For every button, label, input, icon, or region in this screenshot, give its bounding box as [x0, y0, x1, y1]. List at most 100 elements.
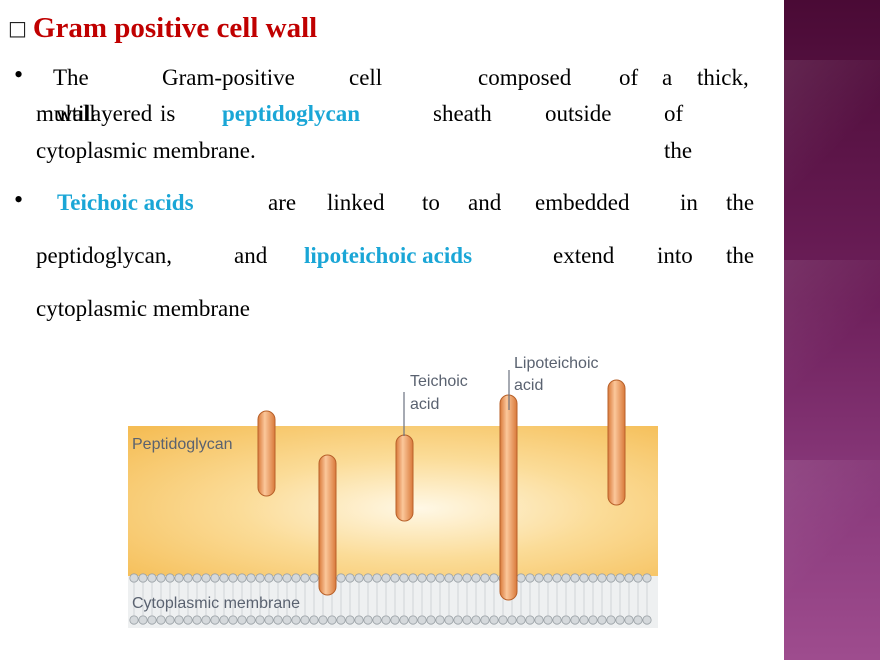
lipid-head [228, 573, 238, 583]
lipid-head [516, 615, 526, 625]
lipid-head [606, 573, 616, 583]
title-row: □ Gram positive cell wall [8, 12, 317, 44]
lipid-head [201, 573, 211, 583]
lipid-head [435, 573, 445, 583]
lipid-head [138, 615, 148, 625]
lipid-head [246, 573, 256, 583]
bullet2-word: into [657, 243, 693, 268]
lipid-head [309, 573, 319, 583]
lipid-head [381, 573, 391, 583]
bullet1-word: of [664, 101, 684, 126]
lipid-head [336, 615, 346, 625]
bullet2-word: peptidoglycan, [36, 243, 173, 268]
lipid-head [642, 615, 652, 625]
bullet2-word: and [234, 243, 268, 268]
lipid-head [408, 573, 418, 583]
lipid-head [354, 573, 364, 583]
lipid-head [354, 615, 364, 625]
lipid-head [345, 615, 355, 625]
lipid-head [147, 573, 157, 583]
bullet1-word: sheath [433, 101, 492, 126]
bullet1-word: The [53, 65, 89, 90]
bullet-dot: • [14, 185, 24, 214]
bullet2-word: extend [553, 243, 615, 268]
lipid-head [363, 615, 373, 625]
bullet1-word: cell [349, 65, 383, 90]
bullet2-word: embedded [535, 190, 630, 215]
lipid-head [543, 615, 553, 625]
lipid-head [525, 573, 535, 583]
lipid-head [390, 573, 400, 583]
lipid-head [327, 615, 337, 625]
lipid-head [165, 573, 175, 583]
lipid-head [516, 573, 526, 583]
bullet2-line3: cytoplasmic membrane [36, 296, 250, 321]
bullet2-word: linked [327, 190, 385, 215]
lipid-bilayer [129, 573, 652, 625]
bullet1-overlap-word: wall [56, 101, 96, 126]
lipid-head [543, 573, 553, 583]
lipid-head [642, 573, 652, 583]
lipid-head [597, 573, 607, 583]
highlight-peptidoglycan: peptidoglycan [222, 101, 361, 126]
bullet1-word: thick, [697, 65, 749, 90]
lipid-head [264, 573, 274, 583]
lipid-head [417, 615, 427, 625]
lipid-head [525, 615, 535, 625]
lipid-head [156, 573, 166, 583]
lipid-head [534, 573, 544, 583]
bullet2-word: in [680, 190, 698, 215]
bullet-dot: • [14, 60, 24, 89]
teichoic-label-line1: Teichoic [410, 373, 468, 390]
lipid-head [588, 573, 598, 583]
lipid-head [192, 615, 202, 625]
lipid-head [453, 615, 463, 625]
lipid-head [570, 573, 580, 583]
lipid-head [507, 615, 517, 625]
lipid-head [579, 573, 589, 583]
lipid-head [579, 615, 589, 625]
lipid-head [201, 615, 211, 625]
lipid-head [219, 573, 229, 583]
lipid-head [570, 615, 580, 625]
bullet1-line3: cytoplasmic membrane. [36, 138, 256, 163]
lipid-head [588, 615, 598, 625]
lipid-head [291, 573, 301, 583]
lipid-head [615, 615, 625, 625]
lipid-head [282, 573, 292, 583]
teichoic-label-line2: acid [410, 396, 439, 413]
bullet1-word: composed [478, 65, 572, 90]
lipid-head [210, 615, 220, 625]
lipoteichoic-label-line1: Lipoteichoic [514, 355, 599, 372]
lipid-head [480, 573, 490, 583]
lipid-head [165, 615, 175, 625]
lipoteichoic-rod [318, 454, 337, 596]
lipid-head [264, 615, 274, 625]
lipid-head [183, 573, 193, 583]
lipid-head [435, 615, 445, 625]
bullet2-word: the [726, 243, 755, 268]
bullet2-word: the [726, 190, 755, 215]
lipid-head [300, 615, 310, 625]
lipid-head [426, 573, 436, 583]
lipid-head [489, 573, 499, 583]
lipid-head [633, 615, 643, 625]
bullet1-word: a [662, 65, 673, 90]
peptidoglycan-layer [128, 426, 658, 576]
lipid-head [399, 615, 409, 625]
lipid-head [192, 573, 202, 583]
peptidoglycan-label: Peptidoglycan [132, 436, 233, 453]
lipid-head [417, 573, 427, 583]
lipid-head [291, 615, 301, 625]
lipid-head [426, 615, 436, 625]
lipid-head [318, 615, 328, 625]
lipid-head [255, 615, 265, 625]
lipid-head [471, 573, 481, 583]
lipoteichoic-label-line2: acid [514, 377, 543, 394]
lipid-head [255, 573, 265, 583]
lipoteichoic-rod [499, 394, 518, 601]
bullet2-word: are [268, 190, 297, 215]
lipid-head [345, 573, 355, 583]
